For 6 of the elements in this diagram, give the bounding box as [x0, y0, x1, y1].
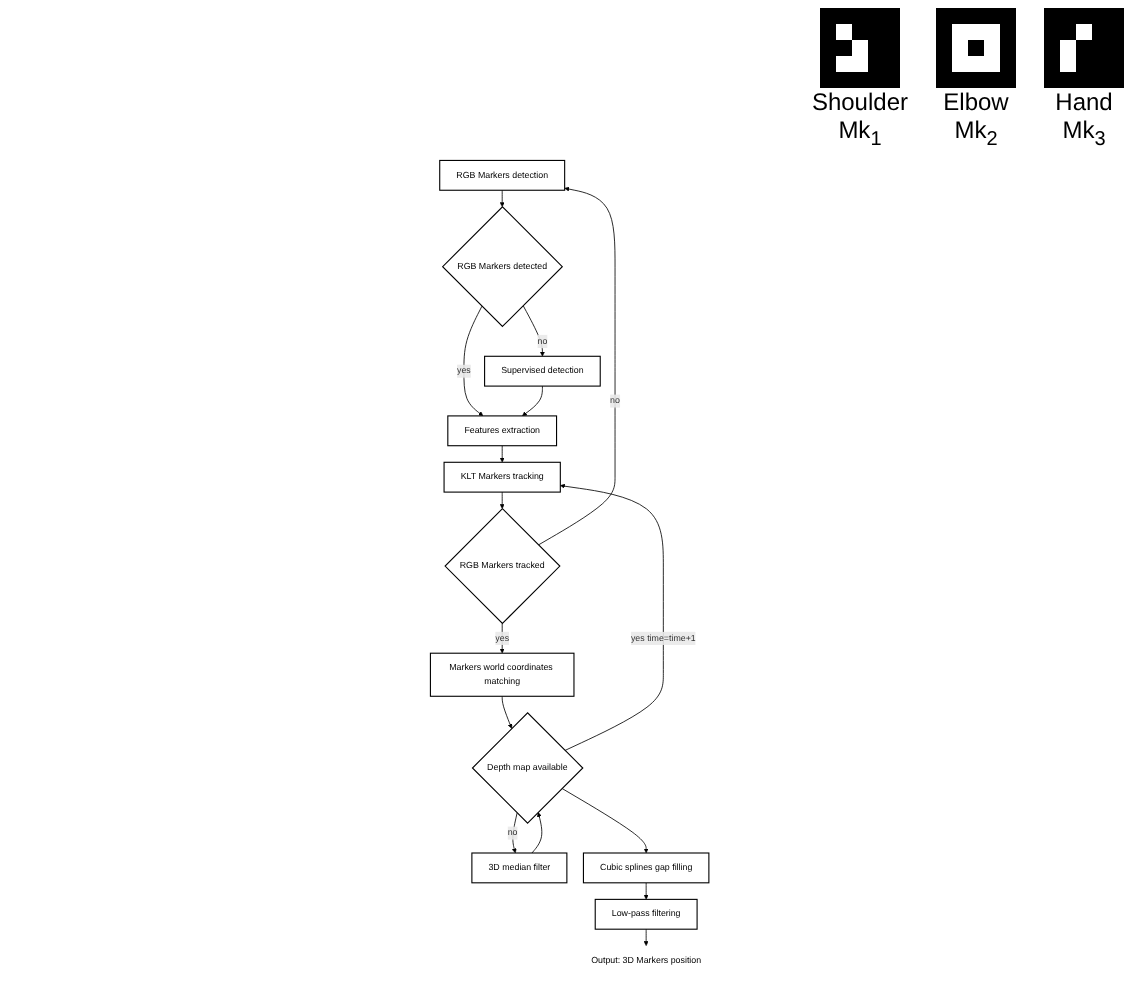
marker-label: Elbow [943, 88, 1009, 116]
marker-label: Hand [1055, 88, 1113, 116]
marker-label: Mk$_{2}$ [954, 116, 998, 155]
marker-label: Shoulder [811, 88, 908, 116]
marker-label: Mk$_{1}$ [838, 116, 882, 155]
marker-label: Mk$_{3}$ [1062, 116, 1106, 155]
